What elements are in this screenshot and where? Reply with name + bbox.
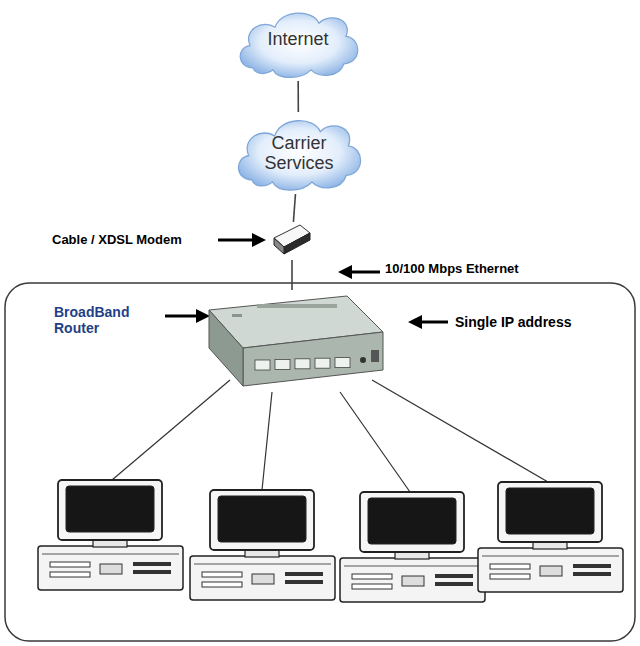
connector-line (291, 260, 293, 290)
computer (38, 480, 183, 590)
modem-node: Cable / XDSL Modem (272, 222, 312, 260)
computer (478, 482, 623, 592)
modem-illustration (272, 222, 312, 260)
lan-wires (112, 380, 548, 492)
connector-line (297, 81, 299, 112)
cloud-node: Carrier Services (231, 112, 366, 194)
ip-note: Single IP address (455, 314, 571, 330)
node-label: Carrier Services (253, 133, 345, 173)
router-illustration (197, 290, 387, 390)
edge-label: 10/100 Mbps Ethernet (385, 261, 519, 276)
cloud-node: Internet (233, 5, 363, 81)
lan-enclosure (5, 283, 635, 641)
node-label: BroadBand Router (54, 304, 154, 336)
node-label: Cable / XDSL Modem (52, 232, 217, 247)
computer (190, 490, 335, 600)
connector-line (293, 194, 295, 222)
computer (340, 492, 485, 602)
node-label: Internet (233, 29, 363, 49)
router-node: BroadBand Router (197, 290, 387, 390)
